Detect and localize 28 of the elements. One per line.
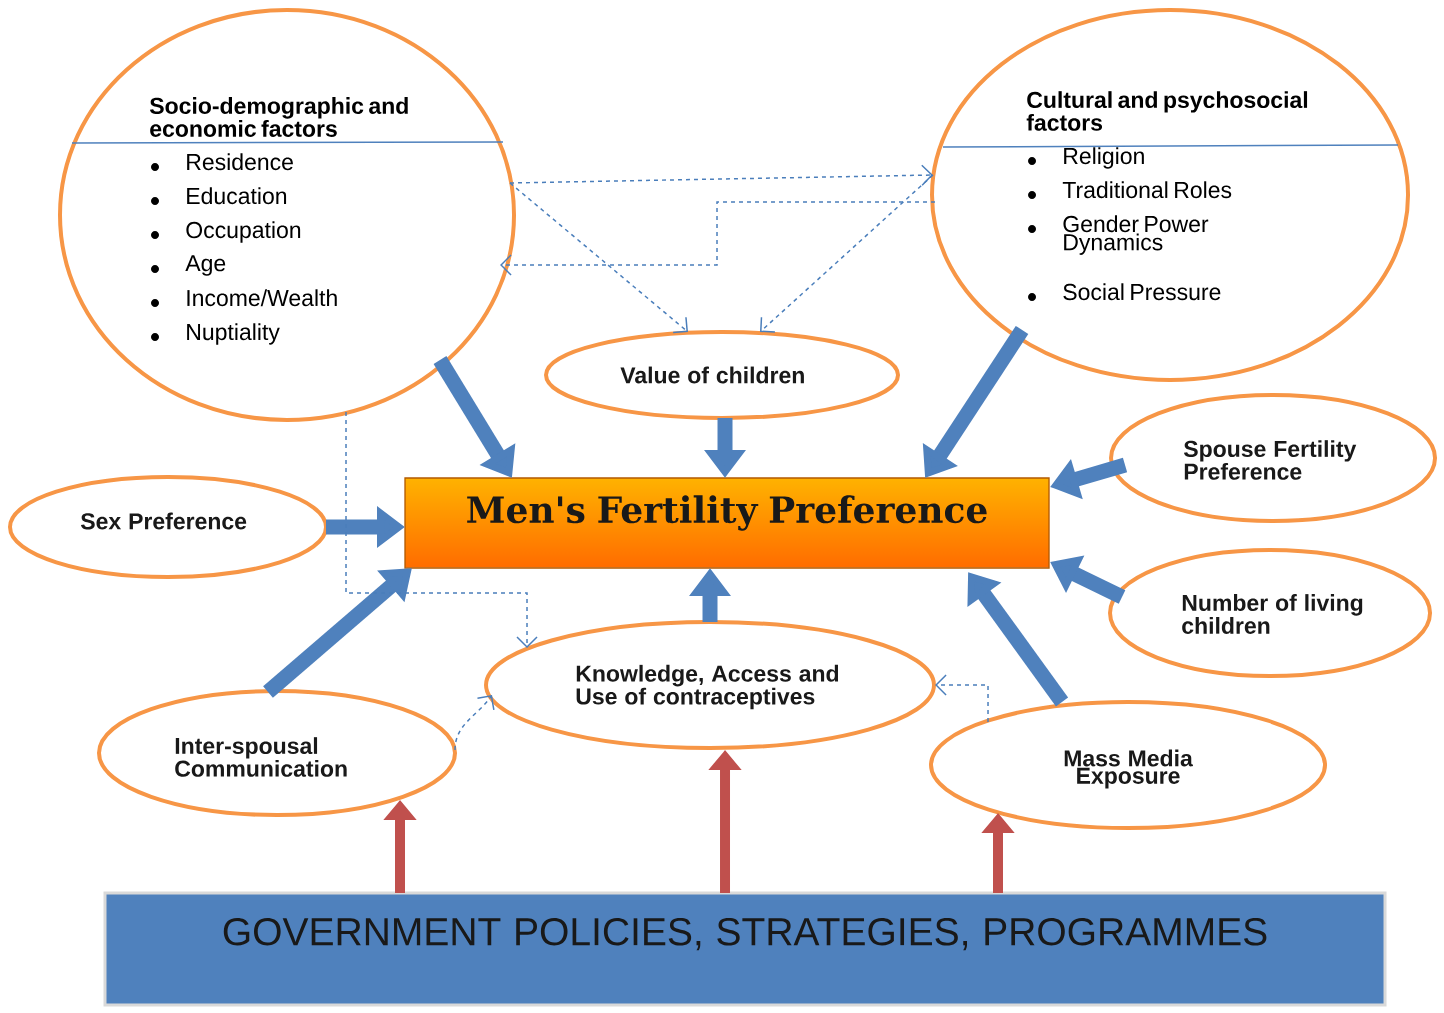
bullet-item: Occupation	[151, 221, 301, 243]
dashed-arrow	[509, 182, 688, 334]
banner-box: GOVERNMENT POLICIES, STRATEGIES, PROGRAMMES	[103, 891, 1387, 1007]
bullet-item: Gender Power Dynamics	[1028, 215, 1209, 255]
ellipse-node: Cultural and psychosocial factors Religion Traditional Roles Gender Power Dynamics Social Pressure	[930, 8, 1410, 382]
bullet-item: Nuptiality	[151, 323, 280, 345]
ellipse-node: Inter-spousal Communication	[97, 689, 457, 817]
bullet-item: Residence	[151, 153, 293, 171]
bullet-item: Education	[151, 187, 287, 205]
bullet-item: Social Pressure	[1028, 283, 1221, 301]
dashed-arrow	[935, 674, 989, 723]
dashed-arrow	[454, 695, 495, 751]
dashed-arrow	[760, 174, 934, 333]
dashed-arrow	[345, 411, 538, 648]
bullet-item: Age	[151, 255, 226, 276]
ellipse-node: Number of living children	[1108, 548, 1432, 678]
title-box: Men's Fertility Preference	[404, 477, 1050, 569]
dashed-arrow	[509, 164, 933, 186]
ellipse-node: Sex Preference	[8, 475, 328, 579]
ellipse-node: Spouse Fertility Preference	[1109, 393, 1437, 523]
ellipse-node: Mass Media Exposure	[929, 700, 1327, 830]
dashed-arrow	[500, 201, 936, 276]
ellipse-node: Knowledge, Access and Use of contraceptives	[484, 620, 936, 750]
bullet-item: Traditional Roles	[1028, 181, 1232, 199]
ellipse-node: Socio-demographic and economic factors Residence Education Occupation Age Income/Wealth Nuptiality	[58, 8, 516, 422]
bullet-item: Religion	[1028, 147, 1144, 169]
bullet-item: Income/Wealth	[151, 289, 337, 307]
ellipse-node: Value of children	[544, 330, 900, 420]
